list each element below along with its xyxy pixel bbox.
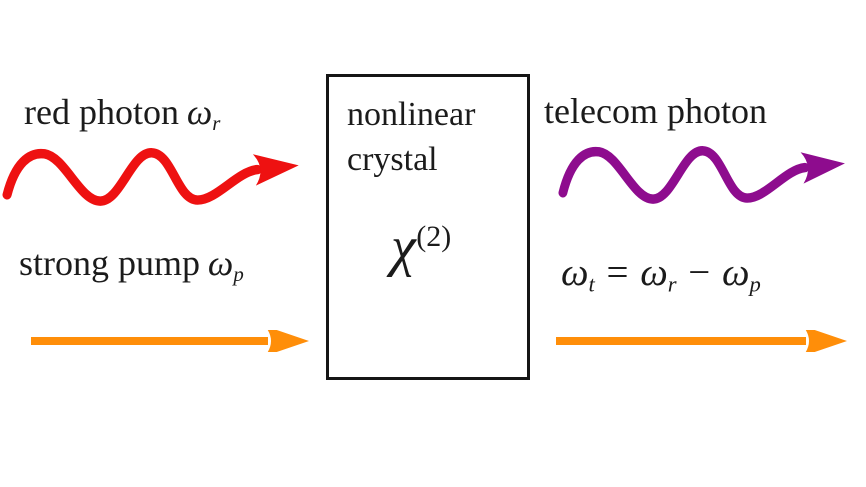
omega-r-subscript-eq: r [667, 271, 677, 297]
output-equation: ωt=ωr−ωp [561, 251, 761, 295]
purple-wave-path [558, 146, 845, 204]
telecom-photon-wavy-arrow [558, 146, 845, 204]
pump-arrow-right [556, 330, 847, 352]
omega-p-symbol-eq: ω [721, 251, 750, 294]
pump-arrow-left [31, 330, 309, 352]
minus-sign: − [688, 251, 711, 294]
chi-superscript: (2) [416, 220, 452, 254]
omega-t-subscript: t [588, 271, 595, 297]
omega-p-subscript: p [233, 261, 244, 286]
crystal-name: nonlinear crystal [347, 93, 475, 183]
omega-r-symbol: ω [186, 92, 213, 132]
equals-sign: = [606, 251, 629, 294]
omega-r-symbol-eq: ω [640, 251, 668, 294]
red-photon-wavy-arrow [2, 148, 299, 206]
chi2-symbol: χ(2) [391, 219, 451, 275]
crystal-box: nonlinear crystal χ(2) [326, 74, 530, 380]
omega-r-subscript: r [212, 110, 221, 135]
crystal-name-line1: nonlinear [347, 96, 476, 133]
omega-p-subscript-eq: p [749, 271, 761, 297]
red-photon-text: red photon [24, 92, 179, 132]
omega-t-symbol: ω [561, 251, 589, 294]
telecom-photon-label: telecom photon [544, 91, 767, 131]
crystal-name-line2: crystal [347, 140, 438, 178]
red-wave-path [2, 148, 299, 206]
omega-p-symbol: ω [207, 243, 234, 283]
chi-glyph: χ [391, 216, 416, 278]
pump-text: strong pump [19, 243, 201, 283]
